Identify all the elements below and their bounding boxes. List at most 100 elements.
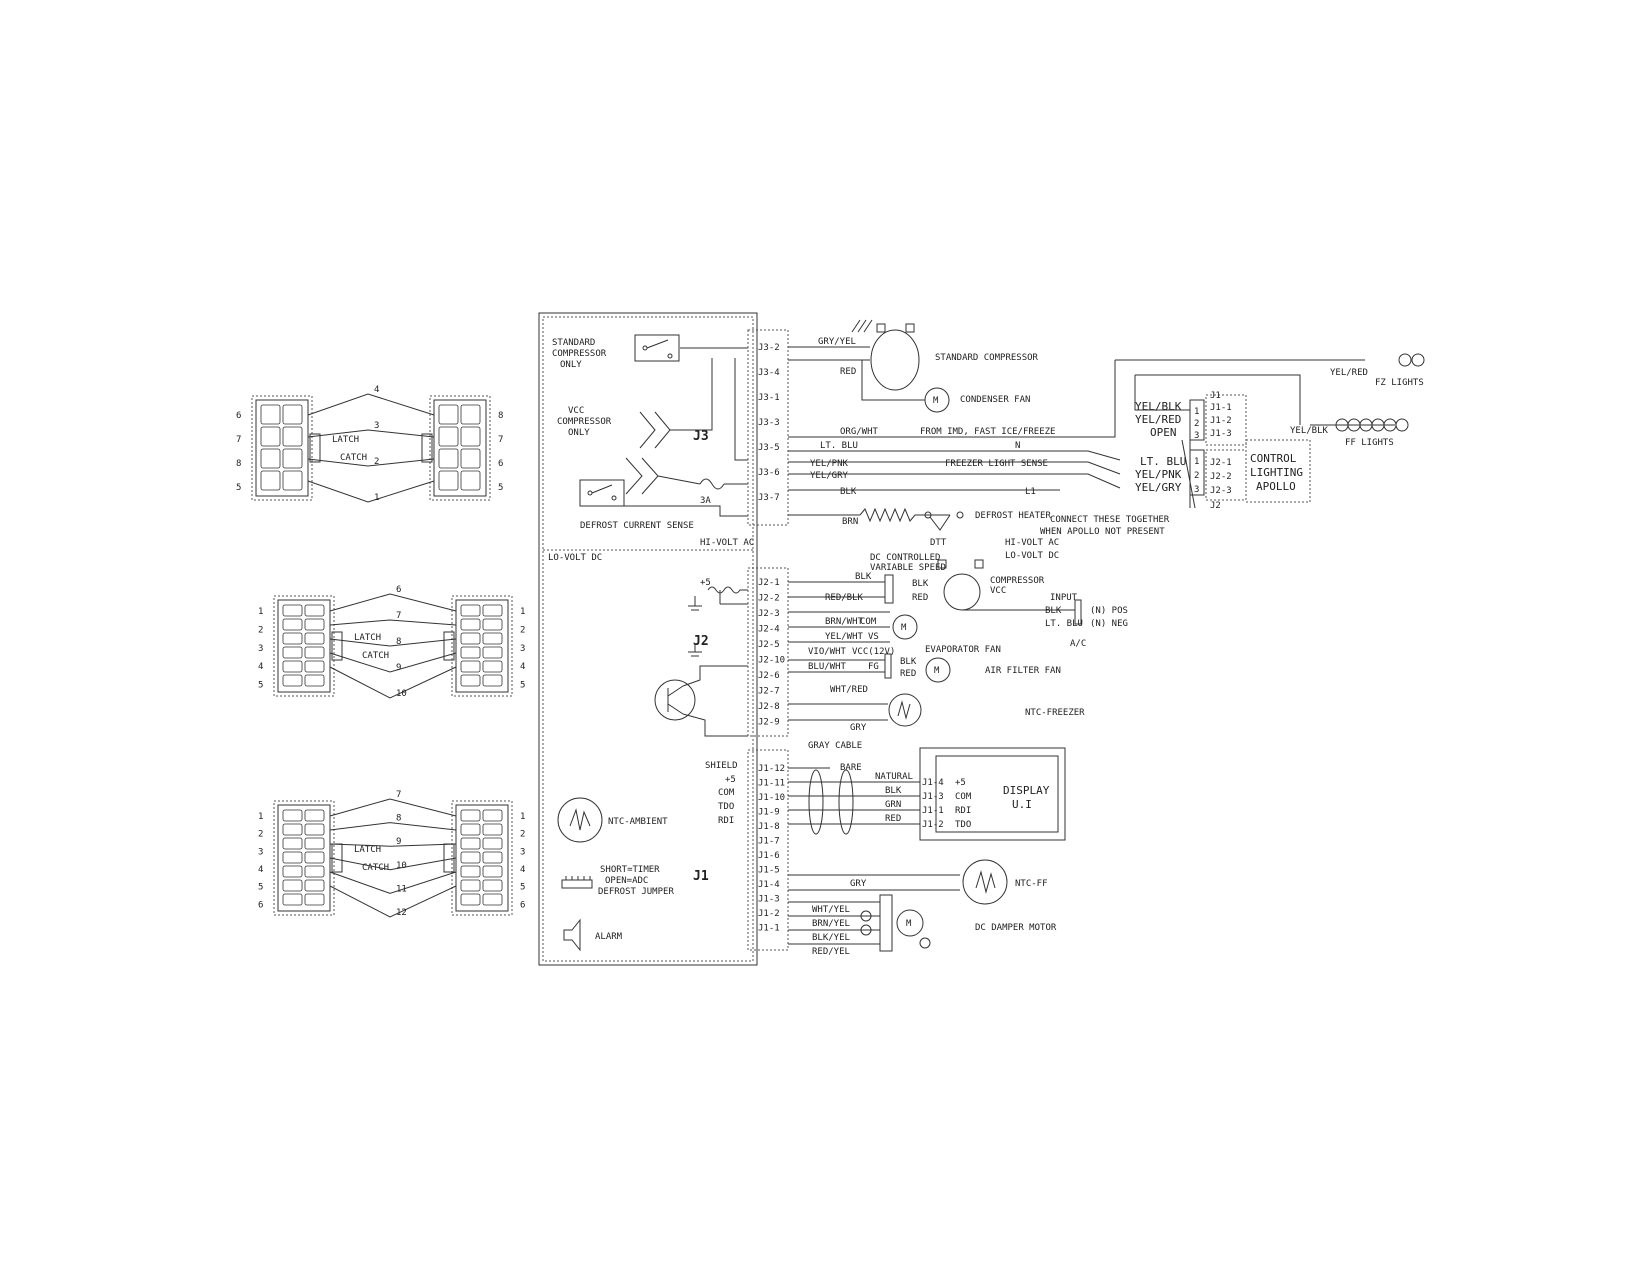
apollo-yel-red: YEL/RED: [1135, 413, 1181, 426]
connector-cavity: [482, 851, 503, 864]
connector-cavity: [482, 809, 503, 822]
condenser-fan-m: M: [933, 396, 939, 406]
standard-compressor-only-1: STANDARD: [552, 338, 595, 348]
connector-housing: [277, 599, 331, 693]
vcc-blk-label: BLK: [912, 579, 929, 589]
j1-pin-header: J1-12J1-11J1-10J1-9J1-8J1-7J1-6J1-5J1-4J…: [758, 764, 785, 934]
defrost-triac: [625, 457, 659, 495]
connector-cavity: [482, 660, 503, 673]
input-neg: (N) NEG: [1090, 619, 1128, 629]
connector-pin-number: 3: [258, 644, 263, 654]
input-pos: (N) POS: [1090, 606, 1128, 616]
dtt-switch: [929, 514, 951, 531]
relay-contact: [667, 353, 673, 359]
pin-leader-line: [329, 652, 457, 673]
latch: [331, 631, 343, 661]
freezer-light-sense-label: FREEZER LIGHT SENSE: [945, 459, 1048, 469]
vcc-compressor-symbol: [943, 573, 981, 611]
alarm-label: ALARM: [595, 932, 623, 942]
connector-cavity: [304, 646, 325, 659]
connector-cavity: [260, 426, 281, 447]
pin-label: J1-5: [758, 866, 780, 876]
apollo-j2-num-2: 2: [1194, 471, 1199, 481]
pin-label: J1-4: [758, 880, 780, 890]
pin-label: J2-6: [758, 671, 780, 681]
damper-inline-marker: [919, 937, 931, 949]
connector-cavity: [482, 632, 503, 645]
connector-cavity: [304, 660, 325, 673]
pin-label: J1-8: [758, 822, 780, 832]
connector-housing: [433, 399, 487, 497]
connector-cavity: [460, 404, 481, 425]
apollo-j2-num-3: 3: [1194, 485, 1199, 495]
connector-pin-number: 6: [258, 900, 263, 910]
j3-pin-header: J3-2J3-4J3-1J3-3J3-5J3-6J3-7: [758, 343, 780, 503]
pin-label: J1-7: [758, 837, 780, 847]
pin-label: J1-6: [758, 851, 780, 861]
connector-cavity: [304, 618, 325, 631]
air-filter-connector: [884, 653, 892, 679]
dtt-contact: [956, 511, 964, 519]
connector-pin-number: 6: [520, 900, 525, 910]
wire-org-wht: ORG/WHT: [840, 427, 879, 437]
fuse-symbol: [699, 478, 725, 490]
connector-pin-number: 3: [520, 847, 525, 857]
cable-sheath: [838, 769, 854, 835]
connector-pin-number: 1: [258, 812, 263, 822]
connector-pin-number: 4: [374, 385, 379, 395]
wire-to-apollo: [1060, 473, 1121, 489]
thermistor-zigzag: [975, 870, 996, 894]
jumper-note-leader: [1181, 439, 1196, 509]
alarm-speaker-icon: [563, 918, 581, 952]
ntc-freezer-label: NTC-FREEZER: [1025, 708, 1085, 718]
connector-outline: [429, 395, 491, 501]
pin-label: J1-12: [758, 764, 785, 774]
connector-cavity: [460, 674, 481, 687]
connector-cavity: [282, 837, 303, 850]
wire-red-yel: RED/YEL: [812, 947, 850, 957]
connector-pin-number: 7: [498, 435, 503, 445]
pin-leader-line: [329, 843, 457, 847]
vcc-compressor-only-3: ONLY: [568, 428, 590, 438]
connector-cavity: [304, 632, 325, 645]
wire-brn-wht: BRN/WHT: [825, 617, 864, 627]
apollo-lt-blu: LT. BLU: [1140, 455, 1186, 468]
input-connector: [1074, 599, 1082, 625]
control-board-outline: [538, 312, 758, 966]
connector-pin-number: 1: [374, 493, 379, 503]
catch: [421, 433, 433, 463]
pin-label: J2-4: [758, 625, 780, 635]
wire-j1-blk: BLK: [885, 786, 902, 796]
wire-apollo-j1-1: [1134, 375, 1195, 411]
compressor-terminal: [905, 323, 915, 333]
standard-compressor-only-2: COMPRESSOR: [552, 349, 607, 359]
wire-brn-yel: BRN/YEL: [812, 919, 850, 929]
compressor-terminal: [937, 559, 947, 569]
wire-natural: NATURAL: [875, 772, 913, 782]
connector-cavity: [304, 823, 325, 836]
wire-red: RED: [840, 367, 856, 377]
pin-leader-line: [329, 871, 457, 894]
standard-compressor-symbol: [870, 329, 920, 391]
connector-cavity: [482, 893, 503, 906]
connector-pin-number: 7: [236, 435, 241, 445]
connector-pin-number: 8: [396, 814, 401, 824]
jumper-pins: [565, 876, 591, 880]
sig-fg: FG: [868, 662, 879, 672]
apollo-j2-pin-1: J2-1: [1210, 458, 1232, 468]
connector-cavity: [282, 448, 303, 469]
apollo-control-3: APOLLO: [1256, 480, 1296, 493]
j3-external-wiring: GRY/YEL RED STANDARD COMPRESSOR M CONDEN…: [788, 319, 1065, 561]
damper-connector: [879, 894, 893, 952]
pin-leader-line: [307, 458, 435, 467]
apollo-yel-blk: YEL/BLK: [1135, 400, 1182, 413]
connector-cavity: [282, 426, 303, 447]
dc-damper-motor-label: DC DAMPER MOTOR: [975, 923, 1057, 933]
vcc-triac: [639, 411, 671, 449]
connector-cavity: [304, 893, 325, 906]
latch: [309, 433, 321, 463]
connector-pin-number: 4: [520, 662, 525, 672]
relay-switch: [591, 484, 613, 494]
defrost-relay: [579, 479, 625, 507]
